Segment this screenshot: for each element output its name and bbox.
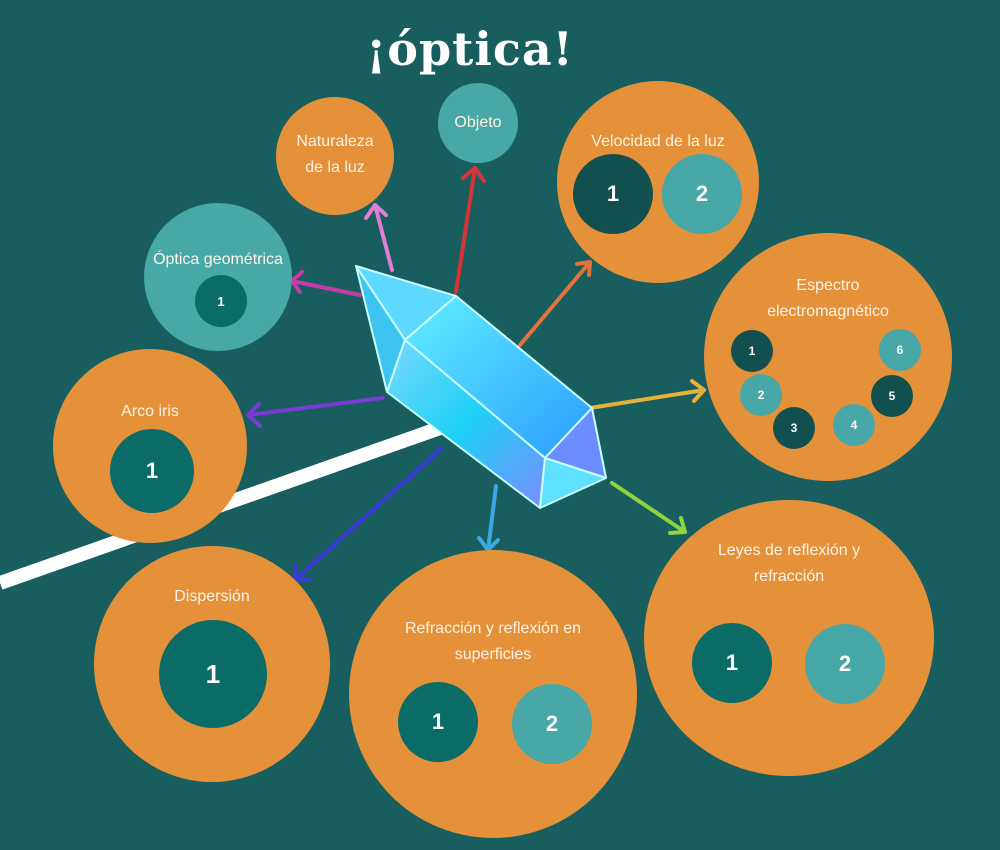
subtopic-button[interactable]: 1	[110, 429, 194, 513]
subtopic-button[interactable]: 1	[731, 330, 773, 372]
subtopic-button[interactable]: 3	[773, 407, 815, 449]
arrow-icon	[518, 260, 592, 347]
node-optica-geometrica[interactable]: Óptica geométrica 1	[144, 203, 292, 351]
subtopic-button[interactable]: 1	[195, 275, 247, 327]
node-label: Dispersión	[174, 588, 250, 605]
subtopic-button[interactable]: 2	[805, 624, 885, 704]
subtopic-button[interactable]: 1	[398, 682, 478, 762]
node-objeto[interactable]: Objeto	[438, 83, 518, 163]
node-label: Velocidad de la luz	[591, 133, 725, 150]
arrow-icon	[454, 166, 486, 294]
arrow-icon	[610, 481, 687, 535]
subtopic-button[interactable]: 1	[159, 620, 267, 728]
node-velocidad-de-la-luz[interactable]: Velocidad de la luz 1 2	[557, 81, 759, 283]
node-label: Objeto	[454, 114, 502, 131]
subtopic-button[interactable]: 1	[692, 623, 772, 703]
subtopic-button[interactable]: 5	[871, 375, 913, 417]
page-title: ¡óptica!	[366, 22, 574, 76]
crystal-prism-icon	[355, 265, 607, 509]
arrow-icon	[246, 396, 385, 428]
arrow-icon	[477, 484, 500, 552]
arrow-icon	[588, 379, 706, 410]
node-dispersion[interactable]: Dispersión 1	[94, 546, 330, 782]
subtopic-button[interactable]: 4	[833, 404, 875, 446]
node-label: Óptica geométrica	[153, 251, 283, 268]
node-arco-iris[interactable]: Arco iris 1	[53, 349, 247, 543]
subtopic-button[interactable]: 6	[879, 329, 921, 371]
arrow-icon	[290, 270, 362, 297]
node-label: Arco iris	[121, 403, 179, 420]
subtopic-button[interactable]: 2	[740, 374, 782, 416]
subtopic-button[interactable]: 1	[573, 154, 653, 234]
subtopic-button[interactable]: 2	[662, 154, 742, 234]
subtopic-button[interactable]: 2	[512, 684, 592, 764]
arrow-icon	[364, 203, 394, 272]
